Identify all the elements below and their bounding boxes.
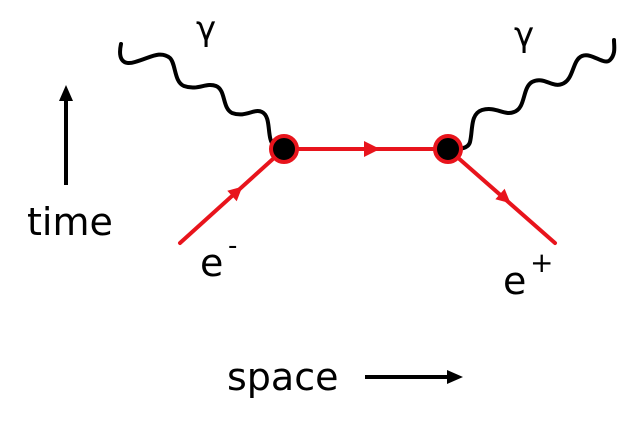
- time-axis-label: time: [27, 200, 113, 244]
- positron-label: e: [503, 259, 526, 303]
- photon-label-right: γ: [514, 15, 534, 55]
- space-axis-label: space: [227, 355, 338, 399]
- propagator-arrow-icon: [364, 141, 380, 157]
- electron-arrow-icon: [227, 186, 243, 202]
- photon-line-left: [118, 42, 286, 151]
- vertex-1: [269, 134, 299, 164]
- time-arrowhead-icon: [59, 85, 73, 101]
- positron-charge-label: +: [530, 246, 553, 279]
- electron-label: e: [200, 241, 223, 285]
- positron-arrow-icon: [495, 188, 511, 204]
- electron-charge-label: -: [228, 231, 237, 261]
- space-arrowhead-icon: [447, 370, 463, 384]
- photon-line-right: [446, 38, 617, 152]
- vertex-2: [433, 134, 463, 164]
- photon-label-left: γ: [196, 9, 216, 49]
